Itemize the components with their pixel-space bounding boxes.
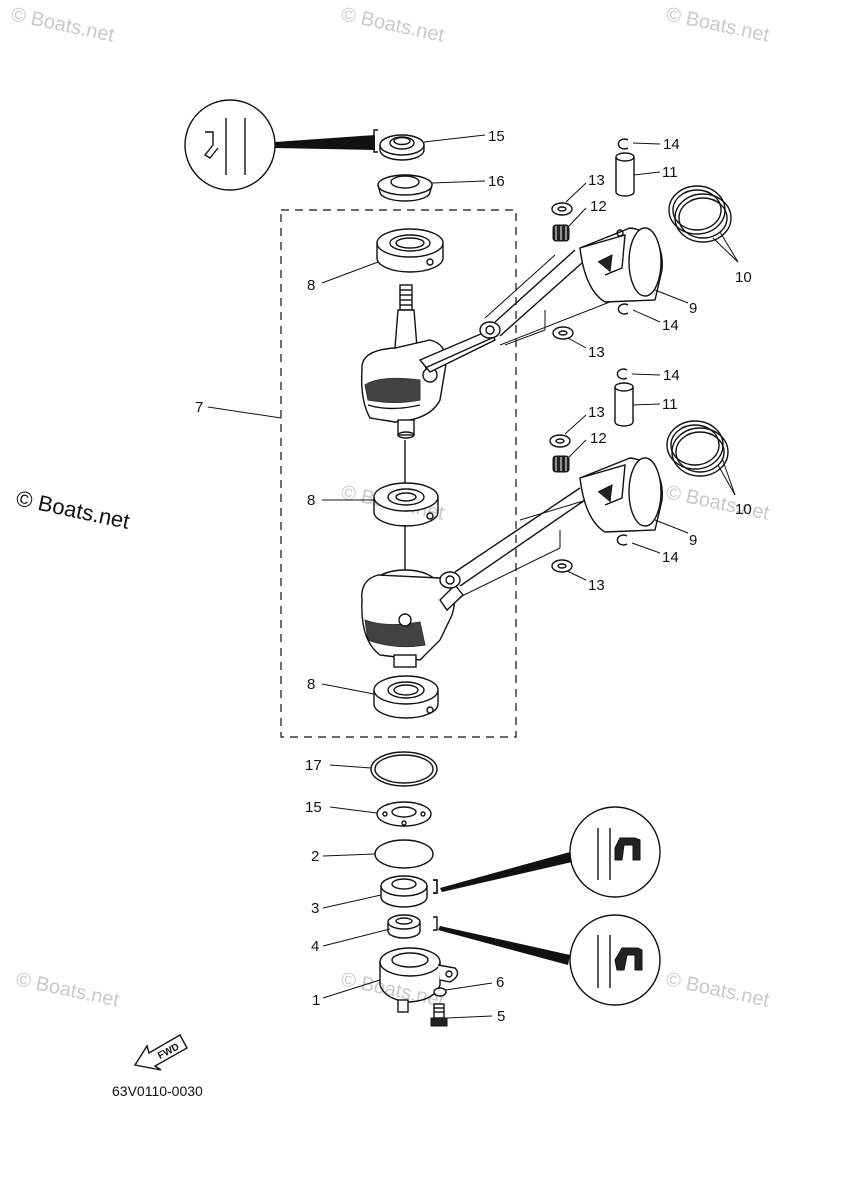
part-washer-small [433, 987, 447, 997]
part-connecting-rod-upper [479, 249, 584, 339]
part-bearing-middle [373, 482, 439, 527]
callout-11: 11 [662, 164, 678, 181]
callout-14: 14 [662, 549, 679, 566]
part-bolt [430, 1003, 448, 1027]
watermark: © Boats.net [664, 3, 772, 46]
callout-13: 13 [588, 344, 605, 361]
part-piston-rings-upper [668, 185, 732, 243]
callout-12: 12 [590, 198, 607, 215]
part-piston-rings-lower [666, 420, 729, 477]
part-piston-lower [579, 457, 663, 533]
part-plate [376, 801, 432, 827]
part-crankshaft-lower [361, 569, 464, 668]
detail-seal-lip-upper [433, 806, 661, 898]
part-16 [377, 174, 433, 202]
drawing-code: 63V0110-0030 [112, 1083, 203, 1099]
part-crankshaft-upper [360, 284, 496, 439]
part-washer [551, 202, 573, 216]
callout-9: 9 [689, 532, 697, 549]
callout-17: 17 [305, 757, 322, 774]
part-o-ring [374, 839, 434, 869]
detail-seal-lip-lower [438, 914, 661, 1006]
callout-1: 1 [312, 992, 320, 1009]
detail-oil-seal-top [184, 99, 378, 191]
part-bearing-top [376, 228, 444, 273]
callout-4: 4 [311, 938, 319, 955]
callout-14: 14 [662, 317, 679, 334]
callout-6: 6 [496, 974, 504, 991]
callout-15: 15 [488, 128, 505, 145]
callout-5: 5 [497, 1008, 505, 1025]
part-needle-bearing [552, 455, 570, 473]
watermark: © Boats.net [664, 481, 772, 524]
callout-8: 8 [307, 492, 315, 509]
part-bearing-bottom [373, 675, 439, 719]
callout-16: 16 [488, 173, 505, 190]
callout-11: 11 [662, 396, 678, 413]
watermark: © Boats.net [9, 3, 117, 46]
callout-13: 13 [588, 404, 605, 421]
callout-13: 13 [588, 577, 605, 594]
callout-7: 7 [195, 399, 203, 416]
part-oil-seal [379, 134, 425, 161]
part-washer [551, 559, 573, 573]
callout-10: 10 [735, 501, 752, 518]
fwd-arrow-icon: FWD [133, 1034, 188, 1071]
part-washer [552, 326, 574, 340]
callout-12: 12 [590, 430, 607, 447]
part-oil-seal-lower [380, 875, 428, 908]
part-gasket [370, 751, 438, 787]
leader-line [207, 406, 282, 419]
part-clip [616, 534, 628, 546]
callout-14: 14 [663, 367, 680, 384]
part-needle-bearing [552, 224, 570, 242]
part-housing [379, 947, 459, 1013]
callout-8: 8 [307, 676, 315, 693]
callout-14: 14 [663, 136, 680, 153]
callout-10: 10 [735, 269, 752, 286]
part-clip [617, 138, 629, 150]
watermark: © Boats.net [339, 968, 447, 1011]
part-clip [617, 303, 629, 315]
part-piston-upper [579, 227, 663, 303]
callout-15: 15 [305, 799, 322, 816]
watermark: © Boats.net [664, 968, 772, 1011]
part-clip [616, 368, 628, 380]
part-piston-pin-upper [615, 152, 635, 197]
callout-8: 8 [307, 277, 315, 294]
watermark: © Boats.net [339, 3, 447, 46]
part-washer [549, 434, 571, 448]
assembly-bracket [280, 209, 517, 738]
watermark-main: © Boats.net [14, 485, 132, 533]
callout-9: 9 [689, 300, 697, 317]
callout-3: 3 [311, 900, 319, 917]
part-seal-small [387, 914, 421, 939]
callout-13: 13 [588, 172, 605, 189]
callout-2: 2 [311, 848, 319, 865]
part-piston-pin-lower [614, 382, 634, 427]
watermark: © Boats.net [14, 968, 122, 1011]
part-connecting-rod-lower [439, 487, 586, 589]
